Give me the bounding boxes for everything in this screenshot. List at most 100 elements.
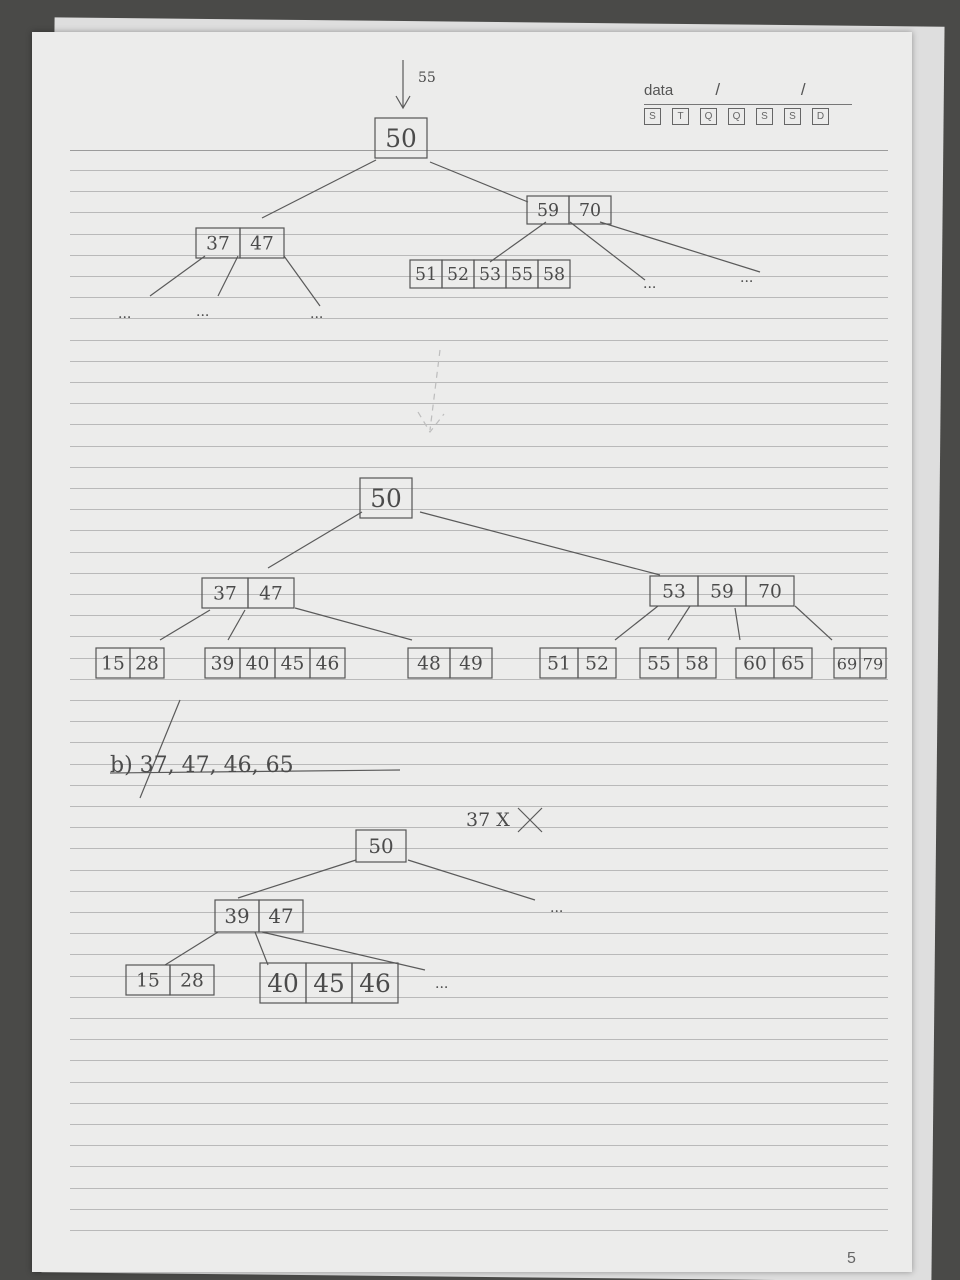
tree-edge [267, 511, 363, 569]
tree-edge [261, 931, 426, 971]
root-node: 50 [359, 477, 413, 519]
node-key: 59 [710, 582, 734, 603]
node-key: 47 [250, 234, 274, 255]
tree-edge [139, 699, 181, 799]
weekday-box: Q [728, 108, 745, 125]
tree-edge [419, 511, 661, 576]
ruled-line [70, 1230, 888, 1231]
node-key: 51 [415, 265, 437, 285]
node-cell [355, 829, 407, 863]
ruled-line [70, 594, 888, 595]
notebook-page: data / / S T Q Q S S D 5 [32, 32, 912, 1272]
ruled-line [70, 1145, 888, 1146]
ruled-line [70, 721, 888, 722]
ruled-line [70, 424, 888, 425]
internal-node: 37 47 [195, 227, 285, 259]
ruled-line [70, 488, 888, 489]
tree-edge [614, 605, 659, 641]
leaf-node: 51 52 [539, 647, 617, 679]
node-cell [359, 477, 413, 519]
ruled-line [70, 276, 888, 277]
ruled-line [70, 933, 888, 934]
node-cell [577, 647, 617, 679]
ruled-line [70, 530, 888, 531]
node-key: 28 [135, 654, 159, 675]
node-key: 58 [685, 654, 709, 675]
ruled-line [70, 848, 888, 849]
ruled-line [70, 742, 888, 743]
weekday-box: S [784, 108, 801, 125]
ruled-line [70, 1188, 888, 1189]
node-key: 45 [281, 654, 305, 675]
node-cell [859, 647, 887, 679]
ellipsis: ... [196, 304, 209, 320]
node-cell [129, 647, 165, 679]
cross-mark-icon [517, 807, 543, 833]
root-node: 50 [374, 117, 428, 159]
ruled-line [70, 700, 888, 701]
node-key: 69 [837, 655, 858, 674]
weekday-box: Q [700, 108, 717, 125]
node-cell [449, 647, 493, 679]
ruled-line [70, 170, 888, 171]
node-key: 37 [206, 234, 230, 255]
ellipsis: ... [118, 306, 131, 322]
weekday-box: S [756, 108, 773, 125]
ruled-line [70, 212, 888, 213]
node-key: 59 [537, 201, 559, 221]
date-label: data [644, 82, 674, 99]
date-underline [644, 104, 852, 105]
tree-edge [794, 605, 833, 641]
node-key: 55 [647, 654, 671, 675]
node-key: 15 [101, 654, 125, 675]
tree-edge [227, 609, 246, 641]
node-key: 55 [511, 265, 533, 285]
removed-note: 37 X [466, 809, 510, 831]
ruled-line [70, 636, 888, 637]
ruled-line [70, 361, 888, 362]
weekday-box: D [812, 108, 829, 125]
node-cell [169, 964, 215, 996]
tree-edge [429, 161, 529, 203]
ruled-line [70, 191, 888, 192]
node-key: 40 [267, 969, 299, 998]
node-key: 52 [585, 654, 609, 675]
node-key: 48 [417, 654, 441, 675]
node-cell [568, 195, 612, 225]
node-key: 50 [385, 124, 417, 153]
weekday-box: T [672, 108, 689, 125]
ellipsis: ... [550, 900, 563, 916]
node-key: 70 [758, 582, 782, 603]
ruled-line [70, 827, 888, 828]
node-key: 65 [781, 654, 805, 675]
root-node: 50 [355, 829, 407, 863]
ruled-line [70, 764, 888, 765]
ruled-line [70, 509, 888, 510]
tree-edge [159, 609, 211, 641]
date-slashes: / / [715, 80, 844, 99]
tree-edges [109, 60, 833, 971]
ruled-line [70, 1060, 888, 1061]
node-key: 46 [359, 969, 391, 998]
node-key: 39 [224, 905, 249, 928]
node-cell [537, 259, 571, 289]
node-key: 28 [180, 971, 204, 992]
ruled-line [70, 870, 888, 871]
strike-line [109, 769, 401, 774]
ruled-line [70, 912, 888, 913]
tree-edge [667, 605, 691, 641]
tree-edge [569, 221, 646, 281]
node-key: 51 [547, 654, 571, 675]
ruled-line [70, 1124, 888, 1125]
ruled-line [70, 997, 888, 998]
ruled-line [70, 403, 888, 404]
ruled-line [70, 255, 888, 256]
node-cell [773, 647, 813, 679]
